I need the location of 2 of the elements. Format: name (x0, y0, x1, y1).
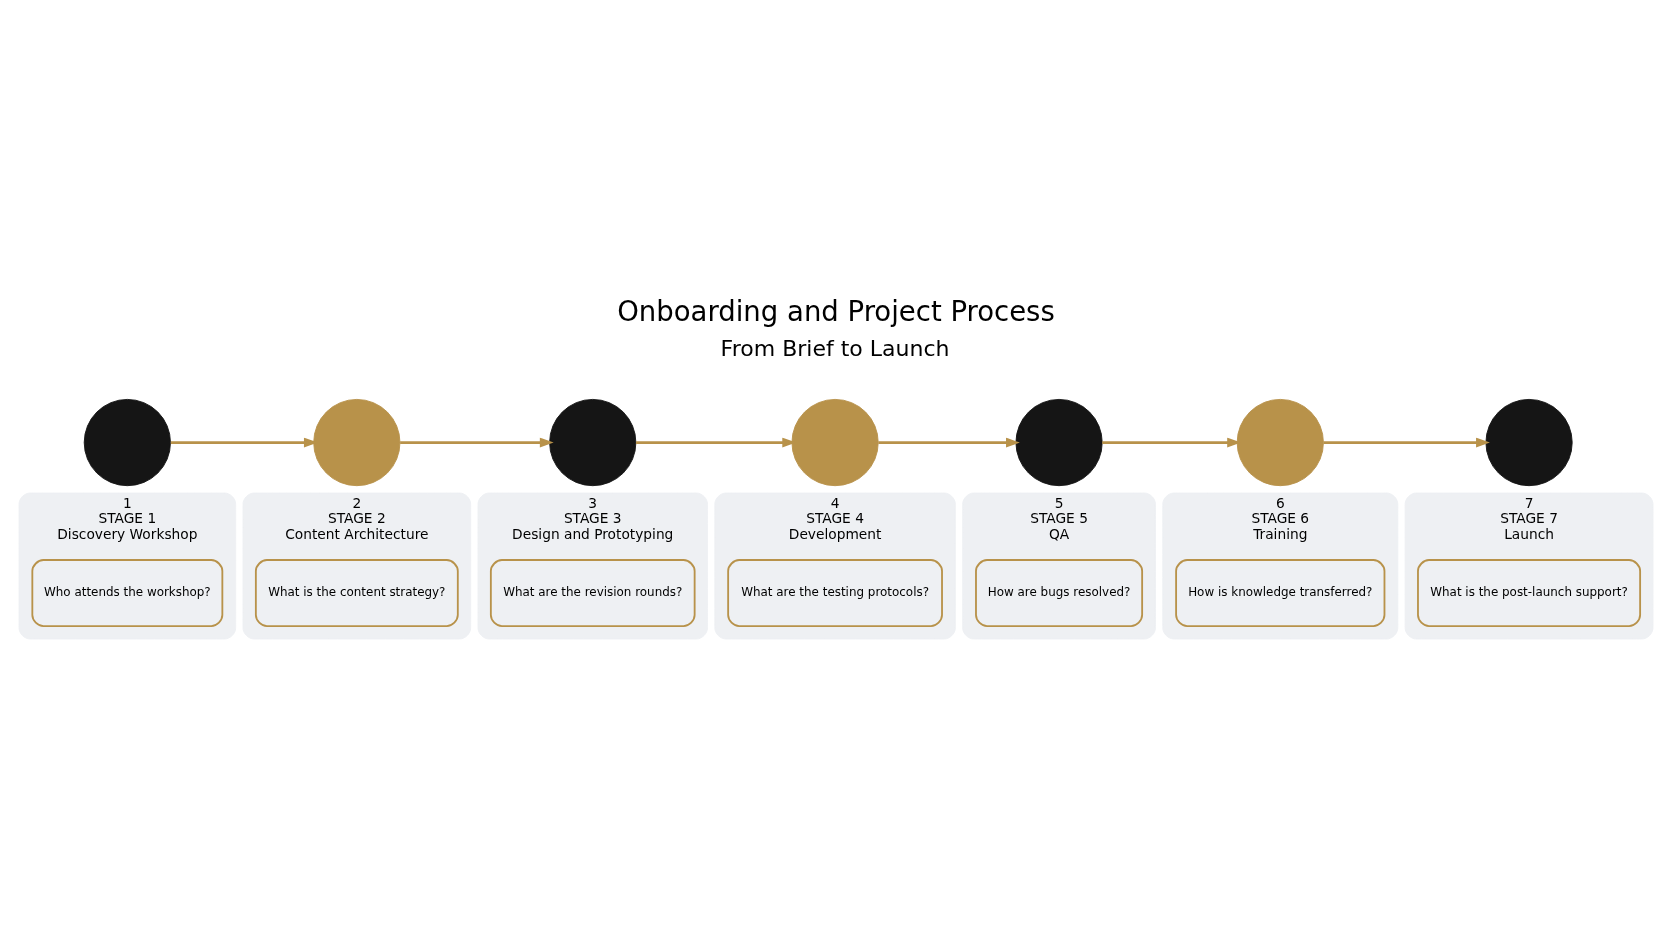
diagram-title: Onboarding and Project Process (617, 294, 1055, 327)
label: From Brief to Launch (720, 335, 950, 361)
